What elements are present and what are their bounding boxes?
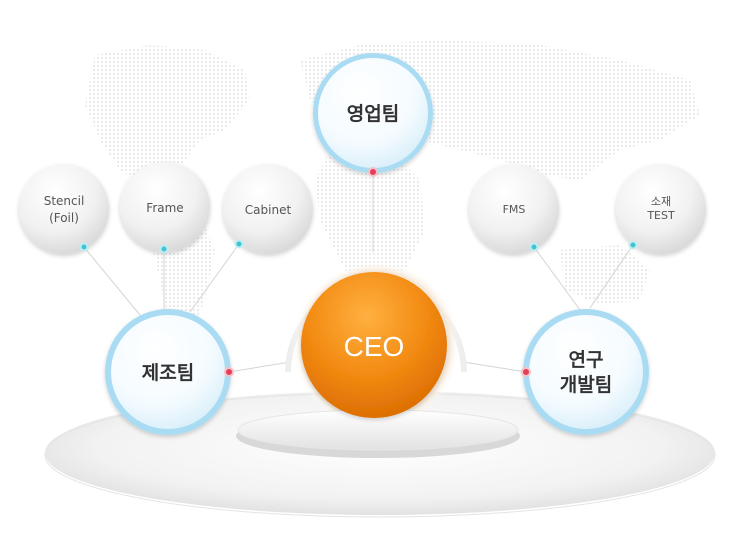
sub-label-material-line1: 소재 [651, 195, 671, 208]
sub-node-fms: FMS [469, 164, 559, 254]
dept-node-sales: 영업팀 [313, 53, 433, 173]
dot-cabinet [234, 239, 244, 249]
dot-rnd [521, 367, 531, 377]
ceo-plate [236, 409, 520, 458]
dot-manufacturing [224, 367, 234, 377]
dot-frame [159, 244, 169, 254]
sub-label-fms: FMS [503, 203, 526, 216]
sub-node-material: 소재 TEST [616, 164, 706, 254]
dot-material [628, 240, 638, 250]
sub-label-stencil-line1: Stencil [44, 194, 85, 208]
dept-label-manufacturing: 제조팀 [142, 362, 194, 384]
sub-node-cabinet: Cabinet [223, 164, 313, 254]
dot-sales [368, 167, 378, 177]
ceo-label: CEO [344, 331, 405, 362]
ceo-node: CEO [301, 272, 447, 418]
connector-lines [83, 172, 634, 373]
sub-node-frame: Frame [120, 162, 210, 252]
dept-label-rnd-line2: 개발팀 [560, 374, 612, 396]
dept-node-rnd: 연구 개발팀 [523, 309, 649, 435]
sub-label-frame: Frame [146, 201, 183, 215]
dot-stencil [79, 242, 89, 252]
sub-label-material-line2: TEST [646, 209, 675, 222]
dept-label-rnd-line1: 연구 [569, 349, 604, 371]
sub-label-cabinet: Cabinet [245, 203, 292, 217]
sub-node-stencil: Stencil (Foil) [19, 164, 109, 254]
dot-fms [529, 242, 539, 252]
dept-label-sales: 영업팀 [347, 103, 399, 125]
dept-node-manufacturing: 제조팀 [105, 309, 231, 435]
connector-dots [79, 167, 638, 377]
sub-label-stencil-line2: (Foil) [49, 211, 79, 225]
